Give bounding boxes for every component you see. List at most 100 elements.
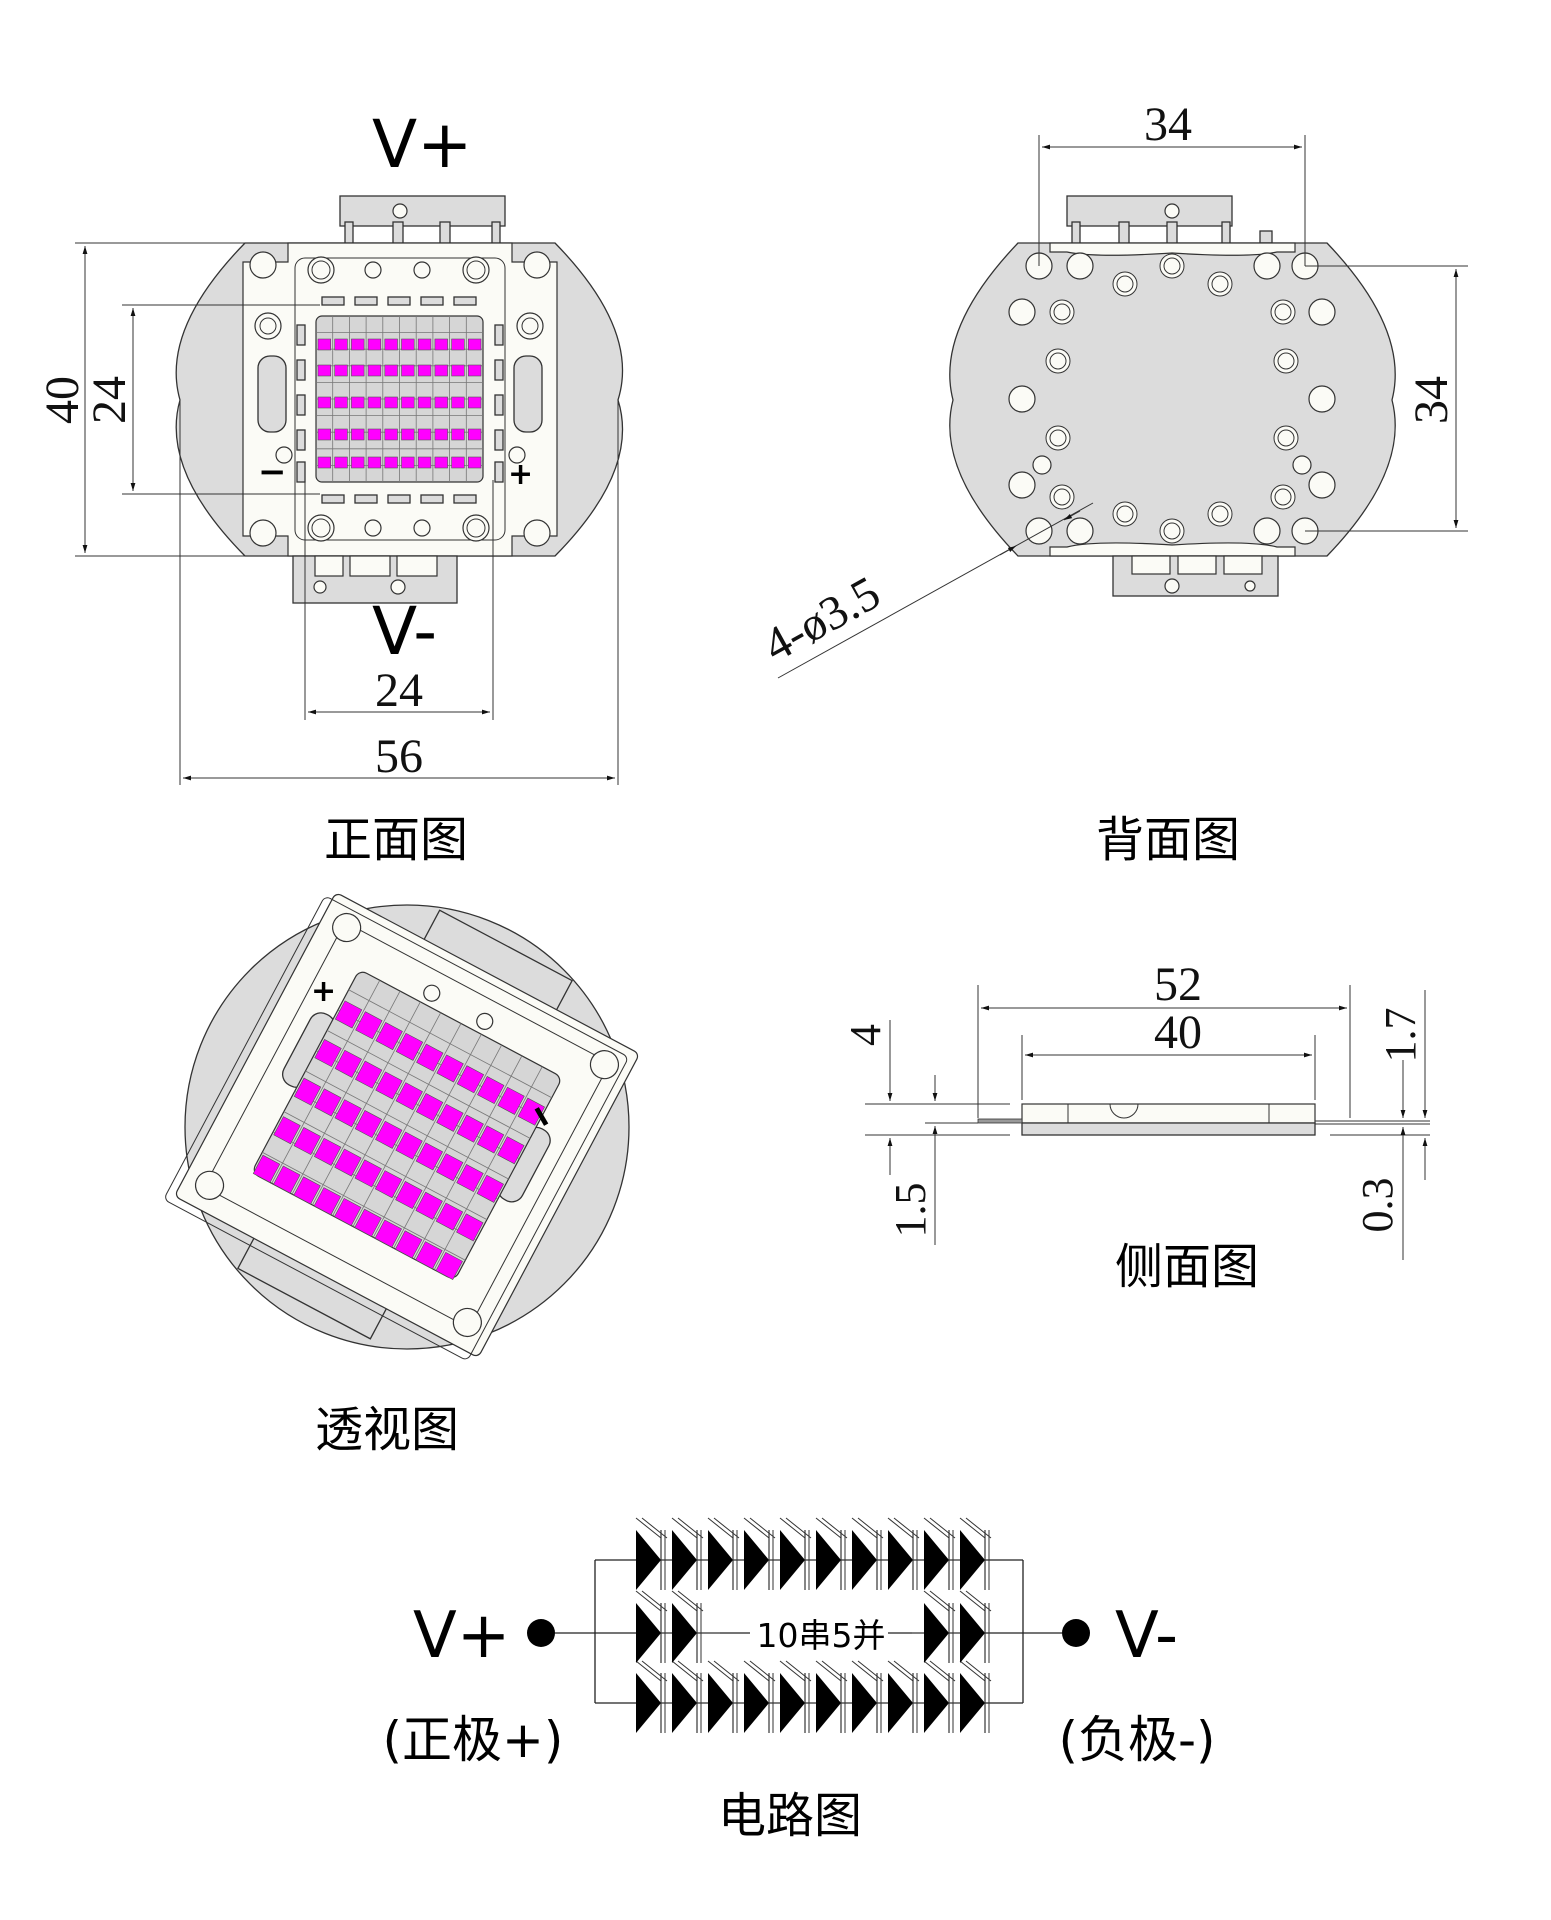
svg-text:52: 52 [1154, 958, 1202, 1011]
led-chip [436, 1103, 464, 1132]
led-chip [374, 1219, 402, 1248]
led-chip [375, 1071, 403, 1100]
led-chip [375, 1120, 403, 1149]
led-diode-icon [635, 1517, 668, 1590]
led-chip [476, 1125, 505, 1154]
led-chip [436, 1153, 464, 1182]
led-chip [467, 338, 482, 351]
led-chip [354, 1060, 383, 1089]
led-chip [317, 396, 331, 409]
led-chip [434, 396, 448, 409]
led-chip [334, 1000, 363, 1029]
dim-total-height: 4 [841, 1024, 890, 1046]
svg-text:24: 24 [375, 664, 423, 717]
led-chip [354, 1110, 383, 1139]
perspective-led-array [252, 971, 561, 1280]
led-chip [351, 396, 365, 409]
led-chip [367, 428, 382, 441]
top-terminal-tab [339, 195, 506, 245]
circuit-pos-terminal: V+ [413, 1599, 510, 1673]
led-chip [417, 338, 432, 351]
led-chip [467, 428, 482, 441]
circuit-neg-terminal: V- [1115, 1599, 1178, 1673]
led-diode-icon [887, 1517, 920, 1590]
led-chip [451, 364, 465, 377]
led-chip [451, 456, 465, 469]
led-chip [451, 338, 465, 351]
led-chip [416, 1043, 444, 1072]
led-chip [415, 1093, 444, 1122]
svg-text:34: 34 [1405, 376, 1458, 424]
dim-height-outer: 40 [36, 242, 245, 557]
led-chip [334, 1049, 362, 1078]
led-chip [395, 1032, 424, 1061]
led-chip [401, 396, 415, 409]
perspective-view: + I 透视图 [165, 893, 639, 1458]
svg-text:40: 40 [1154, 1006, 1202, 1059]
mount-hole-icon [523, 251, 551, 279]
front-view-title: 正面图 [324, 812, 468, 868]
led-diode-icon [707, 1517, 740, 1590]
led-chip [317, 456, 331, 469]
led-chip [435, 1202, 464, 1231]
svg-text:34: 34 [1144, 98, 1192, 151]
led-chip [401, 338, 415, 351]
led-chip [334, 396, 348, 409]
led-chip [415, 1191, 443, 1220]
led-diode-icon [707, 1660, 740, 1733]
svg-text:24: 24 [83, 376, 136, 424]
perspective-view-title: 透视图 [315, 1402, 459, 1458]
led-chip [401, 364, 415, 377]
led-chip [456, 1164, 484, 1193]
led-diode-icon [851, 1517, 884, 1590]
dim-lead-offset: 1.7 [1376, 1008, 1425, 1063]
led-chip [334, 456, 348, 469]
led-chip [434, 428, 448, 441]
dim-body-width: 40 [1021, 1006, 1316, 1100]
led-chip [367, 364, 382, 377]
led-chip [451, 396, 465, 409]
led-chip [273, 1116, 301, 1145]
led-chip [313, 1137, 342, 1166]
dim-board-thickness: 1.5 [886, 1183, 935, 1238]
mount-hole-icon [249, 519, 277, 547]
led-chip [314, 1039, 342, 1068]
led-chip [497, 1136, 525, 1165]
led-diode-icon [635, 1660, 668, 1733]
led-chip [417, 428, 432, 441]
led-chip [477, 1076, 505, 1105]
dim-width-inner: 24 [304, 480, 494, 720]
led-chip [384, 456, 398, 469]
led-diode-icon [887, 1660, 920, 1733]
led-chip [476, 1174, 504, 1203]
led-diode-icon [923, 1660, 956, 1733]
led-chip [334, 1148, 362, 1177]
led-chip [456, 1065, 485, 1094]
led-chip [351, 364, 365, 377]
dim-width-outer: 56 [179, 400, 619, 785]
led-chip [467, 364, 482, 377]
led-chip [395, 1131, 423, 1160]
led-diode-icon [815, 1660, 848, 1733]
led-diode-icon [671, 1660, 704, 1733]
led-chip [417, 396, 432, 409]
led-diode-icon [743, 1517, 776, 1590]
led-diode-icon [923, 1517, 956, 1590]
led-chip [415, 1142, 444, 1171]
led-chip [293, 1127, 321, 1156]
plus-mark: + [508, 457, 533, 492]
dim-hole-spacing-x: 34 [1038, 98, 1306, 266]
led-chip [355, 1011, 383, 1040]
led-chip [314, 1088, 342, 1117]
lead-fingers [296, 296, 504, 504]
side-view: 52 40 4 1.5 1.7 0.3 侧面图 [841, 958, 1430, 1295]
led-diode-icon [635, 1590, 668, 1663]
led-chip [401, 456, 415, 469]
led-chip [395, 1082, 423, 1111]
led-diode-icon [959, 1517, 992, 1590]
led-chip [434, 456, 448, 469]
led-chip [497, 1086, 525, 1115]
led-chip [334, 428, 348, 441]
front-view: − + V+ V- 40 24 24 [36, 106, 624, 868]
